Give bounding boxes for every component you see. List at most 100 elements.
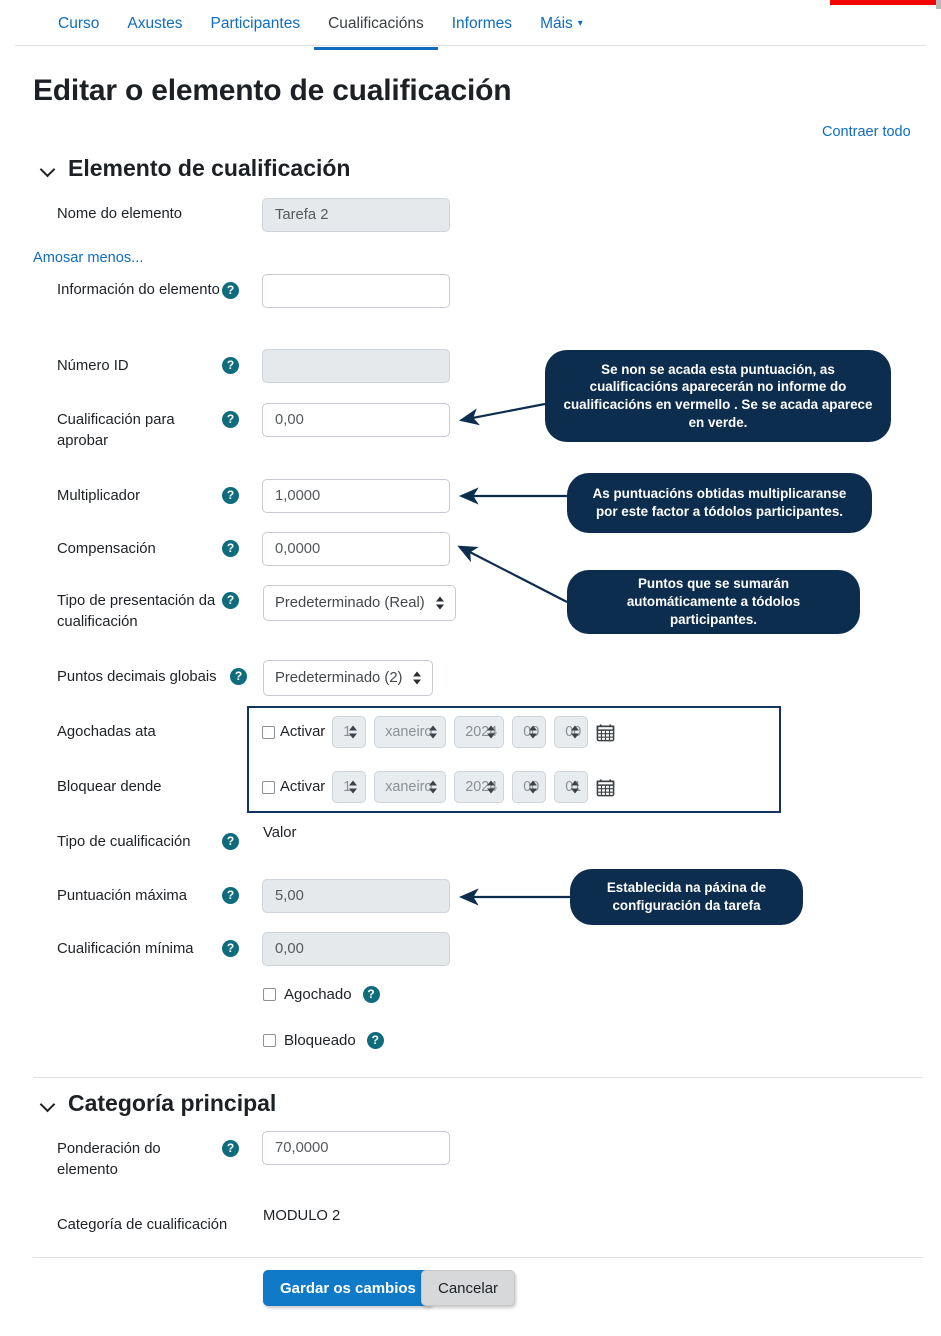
cancel-button[interactable]: Cancelar <box>421 1270 516 1306</box>
value-grade-category: MODULO 2 <box>263 1208 341 1224</box>
select-display-type[interactable]: Predeterminado (Real) <box>263 585 456 621</box>
label-hidden: Agochado <box>284 986 352 1003</box>
select-arrows-icon <box>429 725 438 740</box>
input-min-grade[interactable]: 0,00 <box>262 932 450 966</box>
select-minute-0[interactable]: 00 <box>554 716 589 748</box>
label-enable-date-0: Activar <box>280 724 326 740</box>
help-icon-multiplier[interactable]: ? <box>222 487 239 504</box>
section-header-main-category[interactable]: Categoría principal <box>41 1090 276 1117</box>
nav-tab-axustes[interactable]: Axustes <box>113 13 196 47</box>
input-grade-to-pass[interactable]: 0,00 <box>262 403 450 437</box>
help-icon-hidden[interactable]: ? <box>362 986 380 1003</box>
section-header-grade-item[interactable]: Elemento de cualificación <box>41 155 350 182</box>
select-hour-0[interactable]: 00 <box>512 716 547 748</box>
calendar-icon[interactable] <box>596 778 615 797</box>
label-multiplier: Multiplicador <box>57 488 141 504</box>
nav-tab-cualificaci-ns[interactable]: Cualificacións <box>314 13 438 50</box>
label-grade-category: Categoría de cualificación <box>57 1217 228 1233</box>
nav-tab-label: Informes <box>451 15 513 32</box>
input-id-number[interactable] <box>262 349 450 383</box>
help-icon-item-weight[interactable]: ? <box>222 1140 239 1157</box>
calendar-icon[interactable] <box>596 723 615 742</box>
select-arrows-icon <box>571 725 580 740</box>
input-multiplier[interactable]: 1,0000 <box>262 479 450 513</box>
date-group-highlight <box>247 706 781 813</box>
select-hour-1[interactable]: 00 <box>512 771 547 803</box>
input-item-weight[interactable]: 70,0000 <box>262 1131 450 1165</box>
checkbox-enable-date-0[interactable] <box>262 725 275 739</box>
select-decimal-points[interactable]: Predeterminado (2) <box>263 660 434 696</box>
select-month-value: xaneiro <box>385 724 433 740</box>
help-icon-item-info[interactable]: ? <box>222 282 239 299</box>
nav-tab-informes[interactable]: Informes <box>438 13 526 47</box>
select-arrows-icon <box>487 725 496 740</box>
label-item-info: Información do elemento <box>57 282 220 298</box>
collapse-all-link[interactable]: Contraer todo <box>822 124 911 140</box>
checkbox-locked[interactable] <box>263 1034 276 1047</box>
select-month-0[interactable]: xaneiro <box>374 716 447 748</box>
help-icon-grade-type[interactable]: ? <box>222 833 239 850</box>
input-item-name[interactable]: Tarefa 2 <box>262 198 450 232</box>
section-title-main-category: Categoría principal <box>68 1090 277 1116</box>
select-arrows-icon <box>487 780 496 795</box>
select-month-1[interactable]: xaneiro <box>374 771 447 803</box>
label-display-type: Tipo de presentación da cualificación <box>57 593 216 630</box>
chevron-down-icon: ▾ <box>577 18 583 29</box>
value-grade-type: Valor <box>263 825 297 841</box>
select-display-type-value: Predeterminado (Real) <box>275 595 425 611</box>
chevron-down-icon <box>41 162 56 177</box>
select-arrows-icon <box>435 596 445 611</box>
help-icon-grade-to-pass[interactable]: ? <box>222 411 239 428</box>
nav-divider <box>15 45 926 46</box>
label-enable-date-1: Activar <box>280 779 326 795</box>
checkbox-row-locked: Bloqueado ? <box>263 1032 384 1049</box>
checkbox-row-hidden: Agochado ? <box>263 986 380 1003</box>
label-locked: Bloqueado <box>284 1032 356 1049</box>
help-icon-display-type[interactable]: ? <box>222 592 239 609</box>
select-decimal-points-value: Predeterminado (2) <box>275 670 403 686</box>
select-year-0[interactable]: 2024 <box>454 716 505 748</box>
help-icon-decimal-points[interactable]: ? <box>230 668 247 685</box>
select-day-value: 1 <box>343 724 352 740</box>
nav-tab-m-is[interactable]: Máis▾ <box>526 13 597 47</box>
help-icon-locked[interactable]: ? <box>366 1032 384 1049</box>
top-right-nub <box>936 0 941 9</box>
select-year-1[interactable]: 2024 <box>454 771 505 803</box>
select-day-0[interactable]: 1 <box>332 716 367 748</box>
label-decimal-points: Puntos decimais globais <box>57 669 217 685</box>
select-day-1[interactable]: 1 <box>332 771 367 803</box>
select-arrows-icon <box>349 725 358 740</box>
help-icon-max-grade[interactable]: ? <box>222 887 239 904</box>
show-less-link[interactable]: Amosar menos... <box>33 250 144 266</box>
help-icon-min-grade[interactable]: ? <box>222 940 239 957</box>
nav-tab-curso[interactable]: Curso <box>44 13 113 47</box>
nav-tab-label: Curso <box>58 15 100 32</box>
label-min-grade: Cualificación mínima <box>57 941 194 957</box>
callout-multiplier: As puntuacións obtidas multiplicaranse p… <box>567 473 872 533</box>
select-arrows-icon <box>429 780 438 795</box>
label-item-weight: Ponderación do elemento <box>57 1141 161 1178</box>
nav-tab-label: Cualificacións <box>328 15 424 32</box>
course-nav: Curso Axustes Participantes Cualificacións I… <box>0 13 941 59</box>
label-locked-after: Bloquear dende <box>57 779 162 795</box>
top-accent-bar <box>830 0 936 5</box>
page-title: Editar o elemento de cualificación <box>33 74 512 107</box>
help-icon-id-number[interactable]: ? <box>222 357 239 374</box>
input-max-grade[interactable]: 5,00 <box>262 879 450 913</box>
save-button[interactable]: Gardar os cambios <box>263 1270 433 1306</box>
input-offset[interactable]: 0,0000 <box>262 532 450 566</box>
label-hidden-until: Agochadas ata <box>57 724 156 740</box>
select-month-value: xaneiro <box>385 779 433 795</box>
nav-tab-label: Axustes <box>127 15 183 32</box>
nav-tab-participantes[interactable]: Participantes <box>197 13 315 47</box>
chevron-down-icon <box>41 1097 56 1112</box>
help-icon-offset[interactable]: ? <box>222 540 239 557</box>
select-arrows-icon <box>349 780 358 795</box>
select-minute-1[interactable]: 01 <box>554 771 589 803</box>
section-divider-1 <box>33 1077 923 1078</box>
checkbox-hidden[interactable] <box>263 988 276 1001</box>
input-item-info[interactable] <box>262 274 450 308</box>
checkbox-enable-date-1[interactable] <box>262 780 275 794</box>
select-arrows-icon <box>413 671 422 686</box>
